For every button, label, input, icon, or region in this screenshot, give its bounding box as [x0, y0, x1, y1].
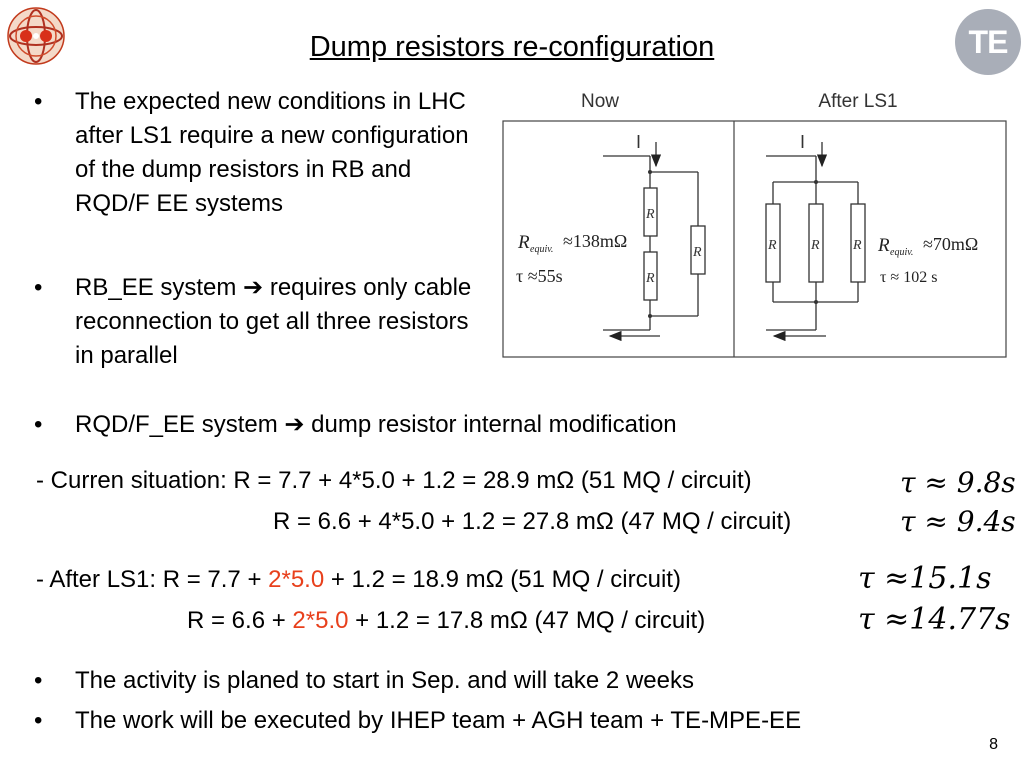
bullet-text: The expected new conditions in LHC after…: [75, 88, 469, 217]
after-formula-2a: R = 6.6 +: [187, 607, 293, 634]
after-formula-2b: + 1.2 = 17.8 mΩ (47 MQ / circuit): [348, 607, 706, 634]
after-tau-1: τ ≈15.1s: [858, 561, 992, 596]
current-formula-1: R = 7.7 + 4*5.0 + 1.2 = 28.9 mΩ (51 MQ /…: [233, 467, 752, 494]
after-formula-1-red: 2*5.0: [268, 566, 325, 593]
resistor-label: R: [692, 245, 702, 260]
current-tau-2: τ ≈ 9.4s: [900, 505, 1016, 538]
resistor-label: R: [852, 238, 862, 253]
after-prefix: - After LS1:: [36, 566, 163, 593]
current-situation-line-1: - Curren situation: R = 7.7 + 4*5.0 + 1.…: [36, 466, 752, 496]
after-formula-1a: R = 7.7 +: [162, 566, 269, 593]
label-now: Now: [581, 91, 619, 112]
after-req-symbol: R: [877, 235, 890, 256]
resistor-label: R: [810, 238, 820, 253]
current-label-after: I: [800, 132, 805, 152]
after-tau: τ ≈ 102 s: [880, 269, 937, 286]
circuit-diagram: Now After LS1 I R R R R equiv. ≈138mΩ τ …: [502, 91, 1007, 358]
resistor-label: R: [645, 207, 655, 222]
current-tau-1: τ ≈ 9.8s: [900, 466, 1016, 499]
circuit-after: [765, 142, 866, 342]
now-tau: τ ≈55s: [516, 266, 563, 286]
page-number: 8: [989, 736, 998, 753]
bullet-text: RB_EE system ➔ requires only cable recon…: [75, 274, 472, 369]
now-req-symbol: R: [517, 232, 530, 253]
now-req-value: ≈138mΩ: [563, 231, 627, 251]
current-label-now: I: [636, 132, 641, 152]
resistor-label: R: [767, 238, 777, 253]
bullet-text: The activity is planed to start in Sep. …: [75, 667, 694, 694]
bullet-glyph: •: [34, 707, 43, 734]
after-formula-2-red: 2*5.0: [292, 607, 349, 634]
te-logo: TE: [955, 9, 1021, 75]
after-formula-1b: + 1.2 = 18.9 mΩ (51 MQ / circuit): [324, 566, 681, 593]
now-req-subscript: equiv.: [530, 244, 553, 255]
bullet-glyph: •: [34, 88, 43, 115]
diagram-frame: [502, 120, 1007, 358]
after-req-subscript: equiv.: [890, 247, 913, 258]
bullet-glyph: •: [34, 274, 43, 301]
current-formula-2: R = 6.6 + 4*5.0 + 1.2 = 27.8 mΩ (47 MQ /…: [273, 508, 792, 535]
bullet-glyph: •: [34, 667, 43, 694]
bullet-glyph: •: [34, 411, 43, 438]
page-title: Dump resistors re-configuration: [309, 31, 715, 63]
after-ls1-line-1: - After LS1: R = 7.7 + 2*5.0 + 1.2 = 18.…: [36, 565, 681, 595]
after-req-value: ≈70mΩ: [923, 234, 978, 254]
bullet-text: The work will be executed by IHEP team +…: [75, 707, 802, 734]
resistor-label: R: [645, 271, 655, 286]
bullet-text: RQD/F_EE system ➔ dump resistor internal…: [75, 411, 677, 438]
label-after-ls1: After LS1: [818, 91, 897, 112]
current-prefix: - Curren situation:: [36, 467, 234, 494]
lhc-logo: [6, 6, 66, 66]
after-tau-2: τ ≈14.77s: [858, 602, 1011, 637]
after-ls1-line-2: R = 6.6 + 2*5.0 + 1.2 = 17.8 mΩ (47 MQ /…: [187, 606, 705, 636]
te-logo-text: TE: [968, 23, 1009, 60]
